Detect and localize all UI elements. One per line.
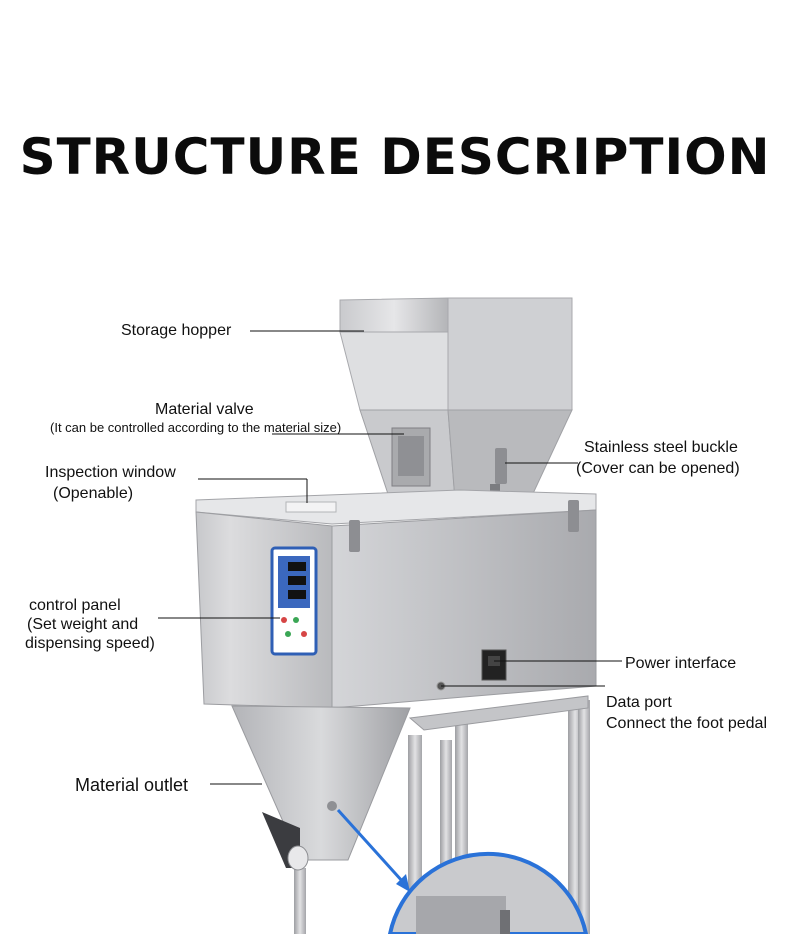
leader-lines xyxy=(158,330,622,785)
control-panel-graphic xyxy=(270,546,318,656)
material-outlet-label: Material outlet xyxy=(75,775,189,795)
material-outlet-graphic xyxy=(231,705,411,871)
stainless-buckle-label: Stainless steel buckle xyxy=(584,439,738,456)
inspection-window-label: Inspection window xyxy=(45,464,176,481)
material-valve-note: (It can be controlled according to the m… xyxy=(50,420,342,435)
control-panel-note-1: (Set weight and xyxy=(27,616,139,633)
storage-hopper-label: Storage hopper xyxy=(121,322,232,339)
material-valve-label: Material valve xyxy=(155,401,254,418)
control-panel-label: control panel xyxy=(29,597,121,614)
power-interface-label: Power interface xyxy=(625,655,737,672)
inspection-window-note: (Openable) xyxy=(53,485,134,502)
page-title: STRUCTURE DESCRIPTION xyxy=(19,128,771,186)
stainless-buckle-note: (Cover can be opened) xyxy=(576,460,740,477)
data-port-label: Data port xyxy=(606,694,672,711)
data-port-note: Connect the foot pedal xyxy=(606,715,768,732)
storage-hopper xyxy=(339,297,573,501)
machine-body xyxy=(195,489,597,709)
control-panel-note-2: dispensing speed) xyxy=(25,635,155,652)
power-socket-graphic xyxy=(481,649,507,681)
